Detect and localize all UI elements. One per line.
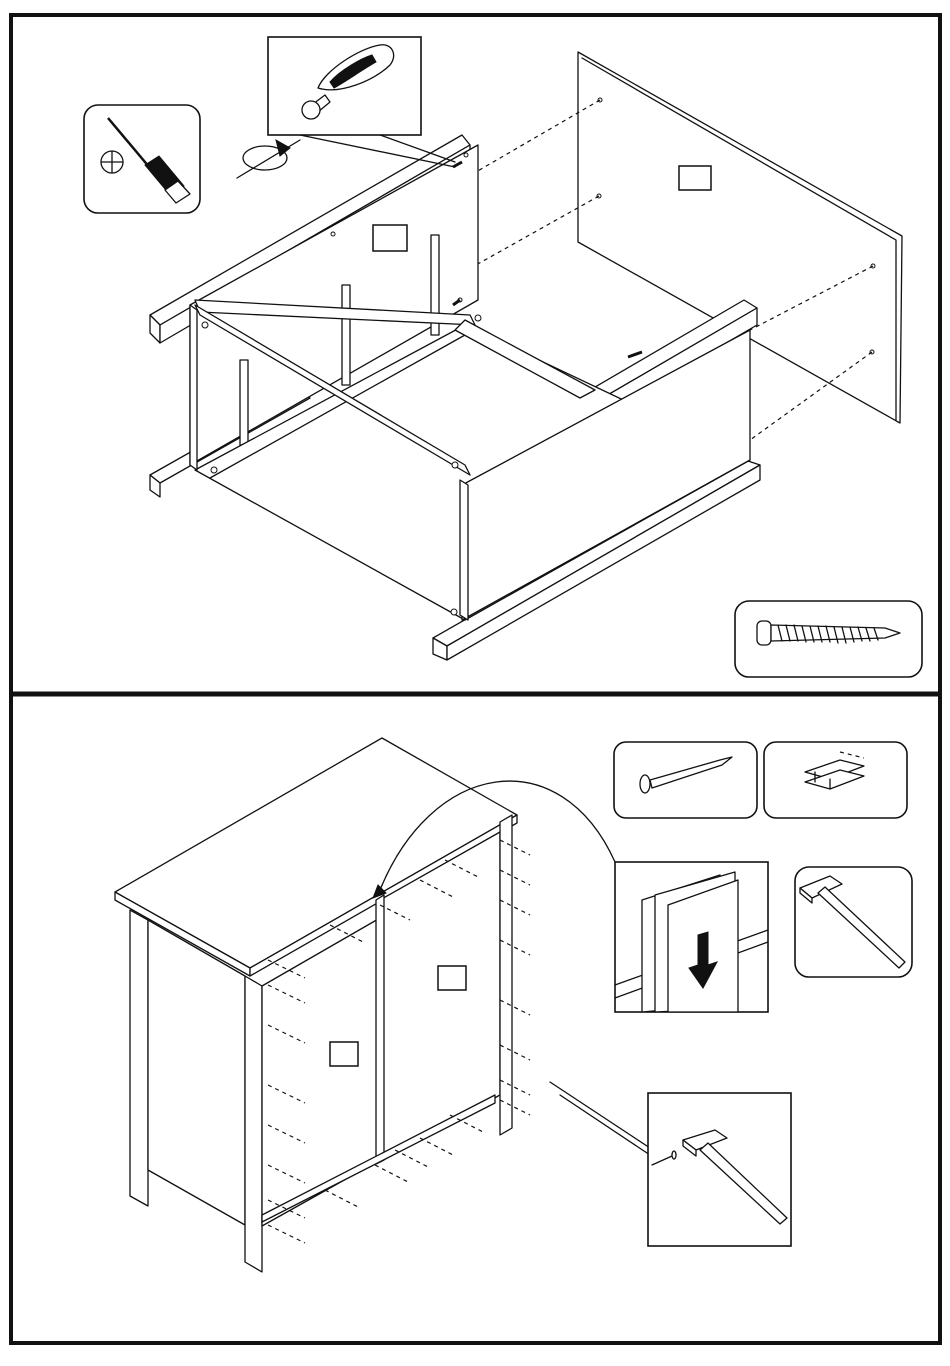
screw-detail-callout <box>237 37 455 178</box>
nail-callout <box>614 742 757 818</box>
joiner-callout <box>764 742 907 818</box>
part-tag <box>373 225 407 251</box>
part-tag <box>438 966 466 990</box>
detail-pointer <box>560 1095 650 1155</box>
nailing-detail-callout <box>648 1093 791 1246</box>
screw-hardware-callout <box>735 601 922 677</box>
step-2-panel <box>115 738 912 1272</box>
hammer-callout <box>795 867 912 977</box>
part-tag <box>330 1042 358 1066</box>
joiner-detail-callout <box>615 862 768 1012</box>
rotate-arrow-icon <box>237 140 300 178</box>
part-tag <box>679 166 711 190</box>
screwdriver-callout <box>84 105 200 213</box>
step-1-panel <box>84 37 922 677</box>
detail-pointer <box>550 1082 650 1148</box>
